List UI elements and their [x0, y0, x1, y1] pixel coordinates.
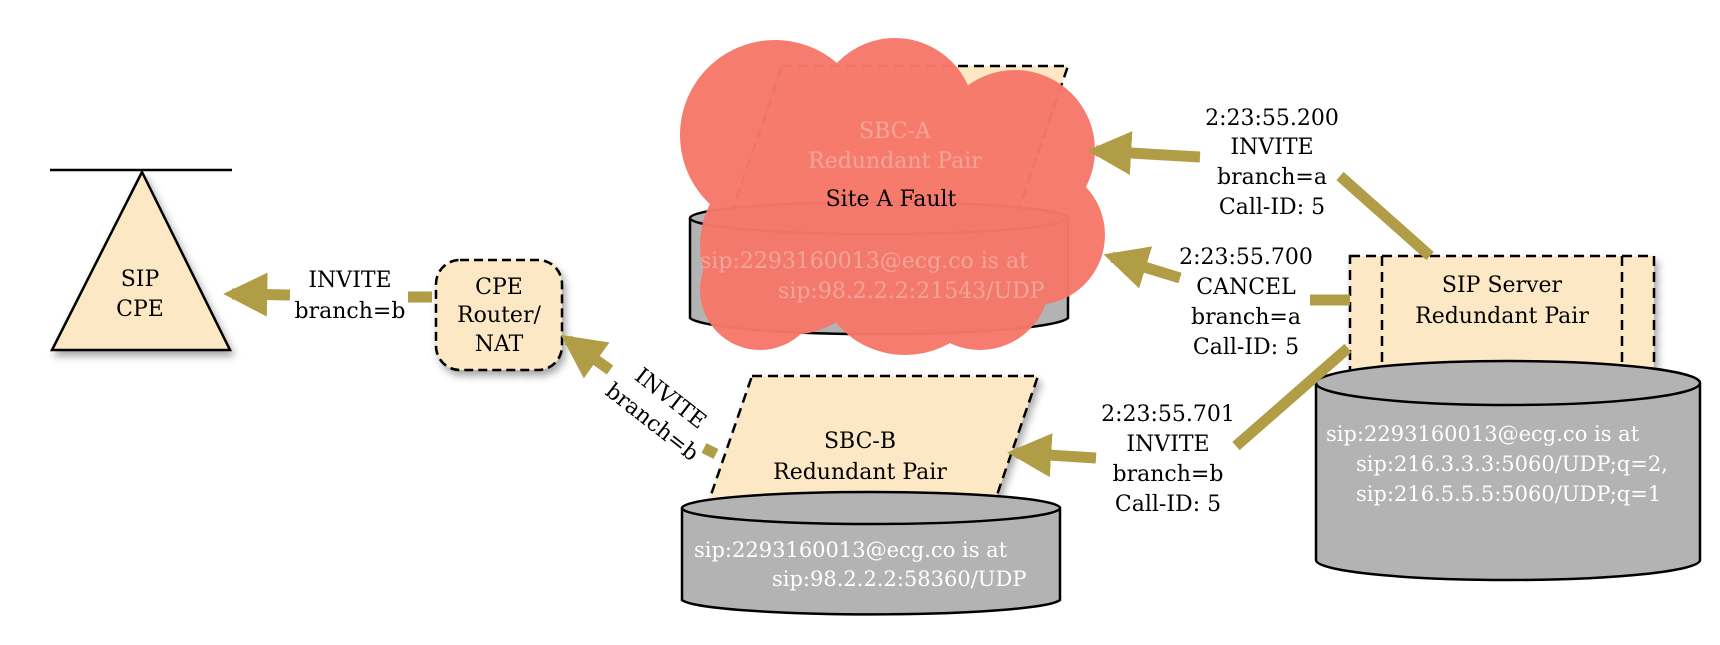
- sbc-b-database: sip:2293160013@ecg.co is at sip:98.2.2.2…: [680, 490, 1062, 616]
- svg-text:branch=a: branch=a: [1217, 165, 1327, 190]
- sip-server-label-1: SIP Server: [1442, 273, 1563, 298]
- message-arrows: [223, 131, 1434, 478]
- sip-server-database: sip:2293160013@ecg.co is at sip:216.3.3.…: [1314, 359, 1702, 582]
- svg-text:Call-ID: 5: Call-ID: 5: [1219, 195, 1325, 220]
- sip-server-label-2: Redundant Pair: [1415, 304, 1589, 329]
- arrow-invite-b: [1007, 433, 1097, 478]
- svg-text:Call-ID: 5: Call-ID: 5: [1115, 492, 1221, 517]
- sip-server-db-top: [1314, 359, 1702, 407]
- label-invite-to-cpe: INVITE branch=b: [295, 268, 406, 324]
- router-label-3: NAT: [475, 332, 524, 357]
- svg-text:Call-ID: 5: Call-ID: 5: [1193, 335, 1299, 360]
- sbc-b-db-line-1: sip:2293160013@ecg.co is at: [694, 538, 1008, 562]
- sip-server-db-line-3: sip:216.5.5.5:5060/UDP;q=1: [1356, 482, 1661, 506]
- svg-text:INVITE: INVITE: [1126, 432, 1209, 457]
- svg-text:INVITE: INVITE: [308, 268, 391, 293]
- arrow-cancel-a: [1103, 246, 1182, 289]
- sip-server-db-line-2: sip:216.3.3.3:5060/UDP;q=2,: [1356, 452, 1668, 476]
- arrow-to-router: [560, 334, 614, 379]
- sbc-b-label-2: Redundant Pair: [773, 460, 947, 485]
- svg-text:2:23:55.200: 2:23:55.200: [1205, 106, 1339, 131]
- sbc-b-db-top: [680, 490, 1062, 526]
- svg-text:2:23:55.700: 2:23:55.700: [1179, 245, 1313, 270]
- sbc-b-db-body: [680, 508, 1062, 616]
- sip-server-db-body: [1314, 383, 1702, 582]
- site-a-fault-label: Site A Fault: [826, 187, 957, 212]
- label-invite-b: 2:23:55.701 INVITE branch=b Call-ID: 5: [1101, 402, 1235, 517]
- svg-text:INVITE: INVITE: [1230, 135, 1313, 160]
- sip-server-db-line-1: sip:2293160013@ecg.co is at: [1326, 422, 1640, 446]
- sbc-a-db-line-1: sip:2293160013@ecg.co is at: [700, 249, 1028, 274]
- arrow-invite-a-tail: [1336, 171, 1434, 261]
- sbc-b-db-line-2: sip:98.2.2.2:58360/UDP: [772, 567, 1026, 591]
- sip-cpe-node: SIP CPE: [49, 168, 233, 352]
- sbc-a-db-line-2: sip:98.2.2.2:21543/UDP: [778, 279, 1045, 304]
- cpe-label-2: CPE: [116, 297, 164, 322]
- cpe-triangle: [49, 169, 233, 352]
- router-box: [434, 258, 564, 372]
- cpe-router-node: CPE Router/ NAT: [434, 258, 564, 372]
- arrow-sbcb-router-tail: [701, 443, 719, 459]
- sbc-a-label-2: Redundant Pair: [808, 149, 982, 174]
- sbc-b-label-1: SBC-B: [824, 429, 896, 454]
- svg-text:branch=b: branch=b: [1113, 462, 1224, 487]
- svg-text:CANCEL: CANCEL: [1196, 275, 1296, 300]
- svg-text:branch=a: branch=a: [1191, 305, 1301, 330]
- label-invite-a: 2:23:55.200 INVITE branch=a Call-ID: 5: [1205, 106, 1339, 220]
- svg-text:2:23:55.701: 2:23:55.701: [1101, 402, 1235, 427]
- arrow-to-cpe: [223, 272, 291, 317]
- sbc-a-label-1: SBC-A: [859, 119, 932, 144]
- cpe-label-1: SIP: [121, 267, 160, 292]
- router-label-2: Router/: [457, 303, 541, 328]
- router-label-1: CPE: [475, 275, 523, 300]
- arrow-invite-a: [1087, 131, 1201, 175]
- arrow-invite-b-tail: [1232, 343, 1352, 451]
- svg-text:branch=b: branch=b: [295, 299, 406, 324]
- label-cancel-a: 2:23:55.700 CANCEL branch=a Call-ID: 5: [1179, 245, 1313, 360]
- fault-cloud: [680, 38, 1105, 355]
